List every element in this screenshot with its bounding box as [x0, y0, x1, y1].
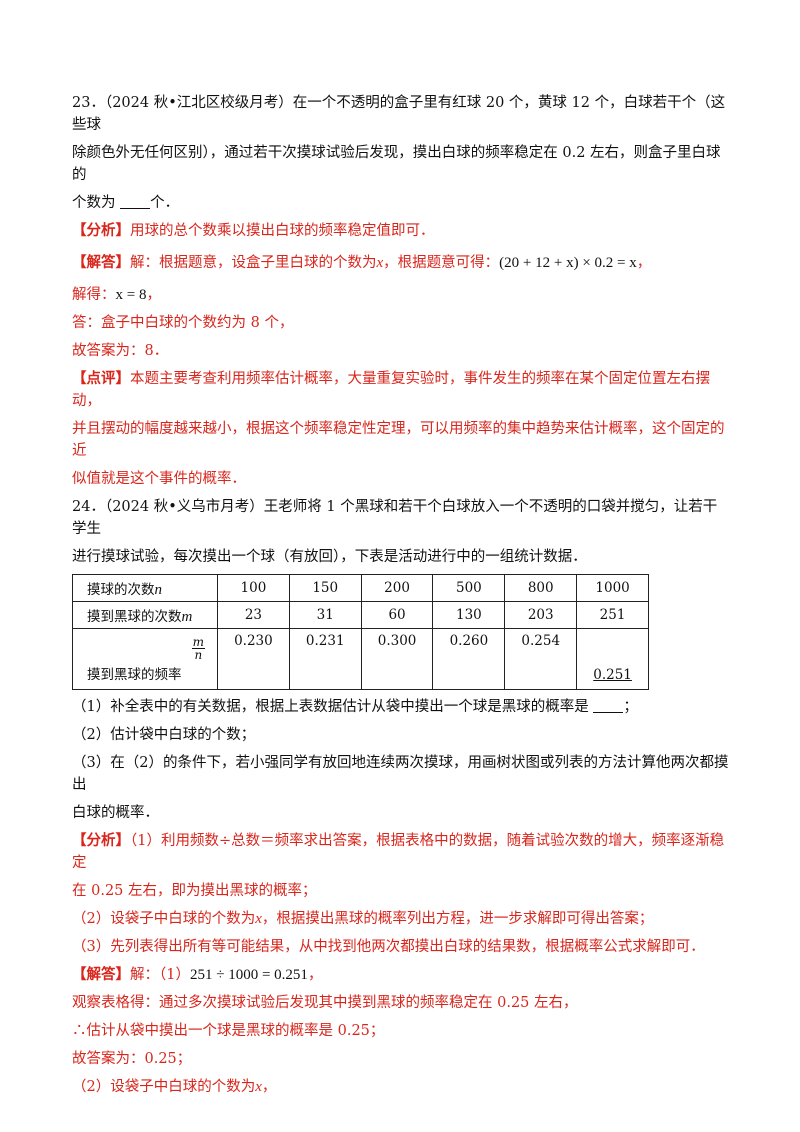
q23-reply: 答：盒子中白球的个数约为 8 个，	[72, 315, 294, 331]
table-cell: 100	[217, 574, 290, 602]
q24-part-3: （3）在（2）的条件下，若小强同学有放回地连续两次摸球，用画树状图或列表的方法计…	[72, 755, 729, 793]
q24-line-2: 进行摸球试验，每次摸出一个球（有放回），下表是活动进行中的一组统计数据．	[72, 549, 587, 565]
q23-comment-line-2: 并且摆动的幅度越来越小，根据这个频率稳定性定理，可以用频率的集中趋势来估计概率，…	[72, 421, 725, 459]
q24-analysis-line-2: 在 0.25 左右，即为摸出黑球的概率；	[72, 883, 317, 899]
question-24: 24．（2024 秋•义乌市月考）王老师将 1 个黑球和若干个白球放入一个不透明…	[72, 496, 730, 1098]
q24-analysis-line-3: （2）设袋子中白球的个数为x，根据摸出黑球的概率列出方程，进一步求解即可得出答案…	[72, 911, 654, 927]
q24-part-3-line-2: 白球的概率．	[72, 805, 159, 821]
frequency-table: 摸球的次数n 100 150 200 500 800 1000 摸到黑球的次数m…	[72, 574, 649, 690]
table-cell: 130	[432, 601, 506, 629]
table-cell: 500	[432, 574, 506, 602]
row-header: 摸球的次数n	[72, 574, 218, 602]
q23-final: 故答案为：8．	[72, 343, 169, 359]
table-cell: 0.260	[432, 628, 506, 690]
table-cell: 200	[360, 574, 434, 602]
q23-analysis: 【分析】用球的总个数乘以摸出白球的频率稳定值即可．	[72, 222, 435, 239]
q23-line-1: 23．（2024 秋•江北区校级月考）在一个不透明的盒子里有红球 20 个，黄球…	[72, 95, 726, 133]
table-cell-filled: 0.251	[576, 628, 649, 690]
table-cell: 0.230	[217, 628, 290, 690]
q23-comment: 【点评】本题主要考查利用频率估计概率，大量重复实验时，事件发生的频率在某个固定位…	[72, 370, 710, 409]
table-cell: 0.254	[504, 628, 578, 690]
q23-solution: 【解答】解：根据题意，设盒子里白球的个数为x，根据题意可得：(20 + 12 +…	[72, 254, 652, 271]
q24-line-1: 24．（2024 秋•义乌市月考）王老师将 1 个黑球和若干个白球放入一个不透明…	[72, 499, 718, 537]
table-cell: 31	[288, 601, 362, 629]
table-cell: 150	[288, 574, 362, 602]
table-cell: 60	[360, 601, 434, 629]
q24-part-1: （1）补全表中的有关数据，根据上表数据估计从袋中摸出一个球是黑球的概率是 ；	[72, 698, 638, 715]
q24-analysis-line-4: （3）先列表得出所有等可能结果，从中找到他两次都摸出白球的结果数，根据概率公式求…	[72, 939, 705, 955]
table-cell: 23	[217, 601, 290, 629]
q24-estimate: ∴估计从袋中摸出一个球是黑球的概率是 0.25；	[72, 1023, 385, 1039]
q23-line-2: 除颜色外无任何区别），通过若干次摸球试验后发现，摸出白球的频率稳定在 0.2 左…	[72, 145, 721, 183]
answer-blank	[120, 194, 151, 209]
table-cell: 0.231	[288, 628, 362, 690]
table-cell: 251	[576, 601, 649, 629]
q23-comment-line-3: 似值就是这个事件的概率．	[72, 471, 246, 487]
equation: (20 + 12 + x) × 0.2 = x	[499, 255, 637, 271]
answer-blank	[593, 698, 624, 713]
equation: x = 8	[115, 287, 147, 303]
q24-final: 故答案为：0.25；	[72, 1051, 192, 1067]
table-cell: 203	[504, 601, 578, 629]
q24-part-2-solution: （2）设袋子中白球的个数为x，	[72, 1079, 277, 1095]
question-23: 23．（2024 秋•江北区校级月考）在一个不透明的盒子里有红球 20 个，黄球…	[72, 92, 730, 490]
table-cell: 800	[504, 574, 578, 602]
table-row: 摸球的次数n 100 150 200 500 800 1000	[72, 574, 649, 602]
table-cell: 1000	[576, 574, 649, 602]
q24-observation: 观察表格得：通过多次摸球试验后发现其中摸到黑球的频率稳定在 0.25 左右，	[72, 995, 578, 1011]
document-content: 23．（2024 秋•江北区校级月考）在一个不透明的盒子里有红球 20 个，黄球…	[72, 92, 730, 1098]
row-header: 摸到黑球的次数m	[72, 601, 218, 629]
q24-analysis: 【分析】（1）利用频数÷总数＝频率求出答案，根据表格中的数据，随着试验次数的增大…	[72, 832, 725, 871]
q23-solve: 解得：x = 8，	[72, 287, 161, 303]
table-cell: 0.300	[360, 628, 434, 690]
q24-solution: 【解答】解：（1）251 ÷ 1000 = 0.251，	[72, 966, 323, 983]
q24-part-2: （2）估计袋中白球的个数；	[72, 727, 256, 743]
q23-line-3: 个数为 个．	[72, 194, 180, 211]
table-row: 摸到黑球的次数m 23 31 60 130 203 251	[72, 601, 649, 629]
equation: 251 ÷ 1000 = 0.251	[189, 967, 308, 983]
